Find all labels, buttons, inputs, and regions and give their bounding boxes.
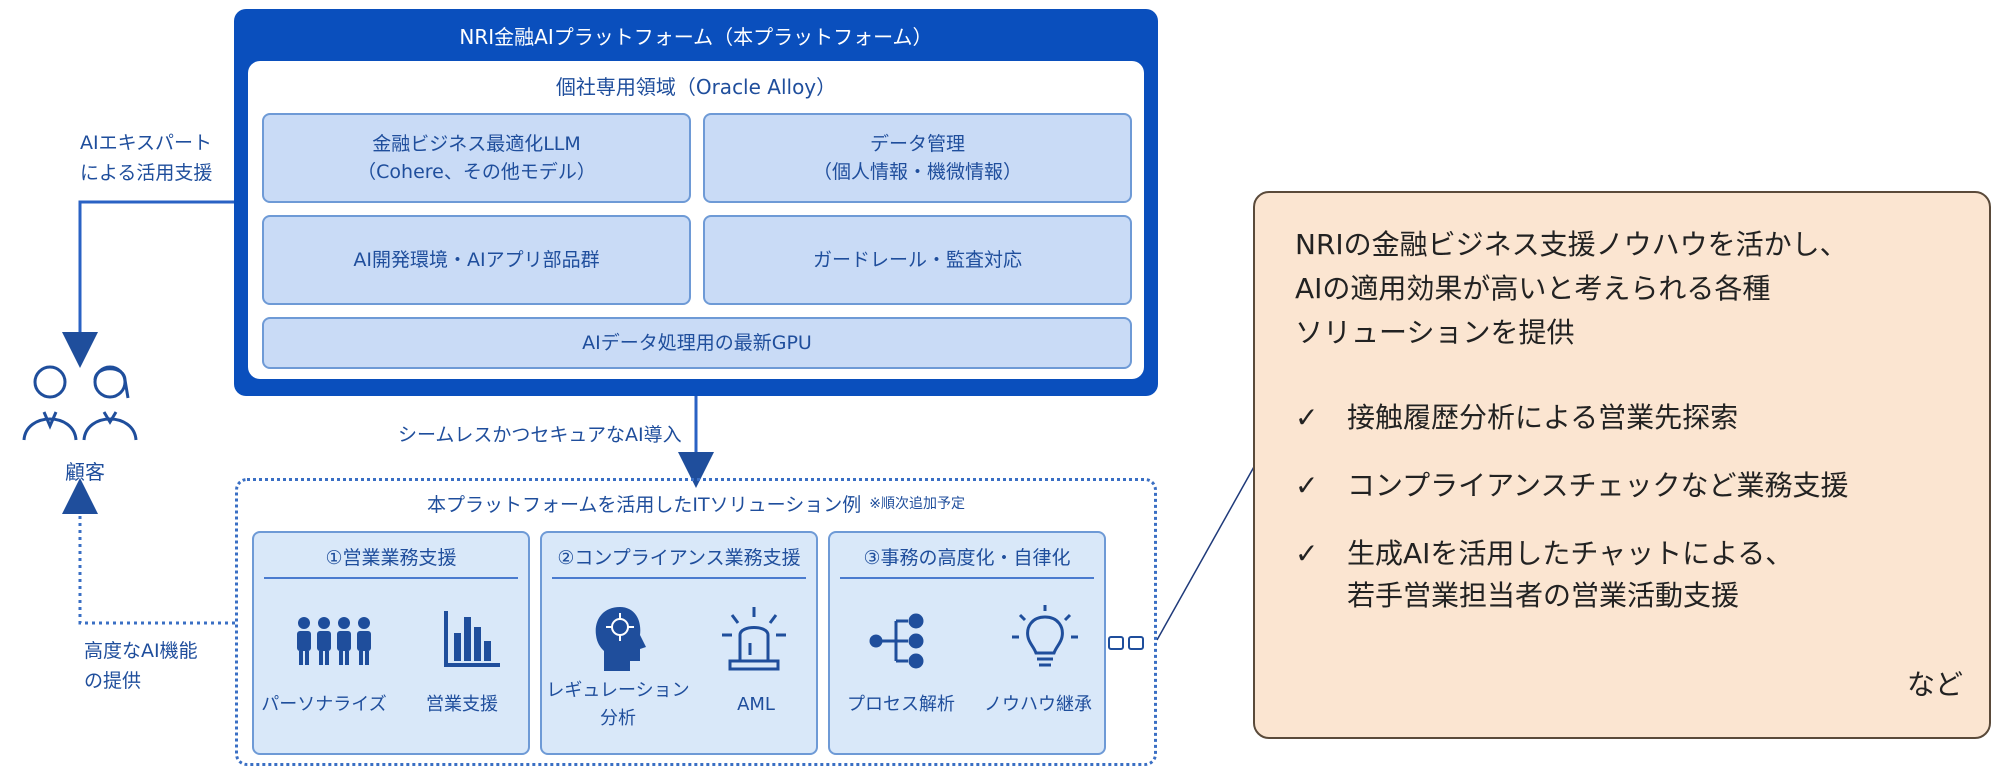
expert-support-label: AIエキスパート による活用支援	[80, 128, 212, 188]
data-management-box: データ管理 （個人情報・機微情報）	[703, 113, 1132, 203]
people-group-icon	[297, 617, 371, 665]
callout-etc: など	[1906, 668, 1963, 701]
solutions-title: 本プラットフォームを活用したITソリューション例	[427, 493, 862, 516]
seamless-label: シームレスかつセキュアなAI導入	[398, 424, 682, 446]
operations-panel-title: ③事務の高度化・自律化	[863, 546, 1071, 569]
checkmark-icon: ✓	[1295, 469, 1319, 502]
llm-label-line1: 金融ビジネス最適化LLM	[372, 133, 581, 155]
solutions-box: 本プラットフォームを活用したITソリューション例 ※順次追加予定 ①営業業務支援…	[235, 478, 1157, 766]
solutions-note: ※順次追加予定	[869, 496, 965, 512]
gpu-box: AIデータ処理用の最新GPU	[262, 317, 1132, 369]
callout-bullet: ✓ コンプライアンスチェックなど業務支援	[1295, 465, 1848, 507]
llm-label-line2: （Cohere、その他モデル）	[357, 161, 596, 183]
callout-bullet-text: 生成AIを活用したチャットによる、	[1347, 537, 1794, 570]
sales-support-label: 営業支援	[426, 694, 498, 715]
more-box-icon	[1108, 636, 1124, 650]
expert-support-arrow	[62, 200, 234, 368]
callout-bullet-text-line2: 若手営業担当者の営業活動支援	[1347, 579, 1740, 612]
regulation-line1: レギュレーション	[546, 680, 690, 701]
more-box-icon	[1128, 636, 1144, 650]
process-analysis-label: プロセス解析	[847, 694, 955, 715]
advanced-ai-label: 高度なAI機能 の提供	[84, 636, 198, 696]
platform-title: NRI金融AIプラットフォーム（本プラットフォーム）	[459, 24, 933, 49]
knowhow-label: ノウハウ継承	[984, 694, 1092, 715]
sales-support-panel: ①営業業務支援 パーソナライズ 営業支援	[252, 531, 530, 755]
head-brain-icon	[595, 607, 646, 671]
callout-intro: NRIの金融ビジネス支援ノウハウを活かし、 AIの適用効果が高いと考えられる各種…	[1295, 223, 1848, 355]
alarm-light-icon	[722, 607, 786, 671]
expert-line2: による活用支援	[80, 162, 213, 184]
data-label-line2: （個人情報・機微情報）	[812, 161, 1022, 183]
operations-panel: ③事務の高度化・自律化 プロセス解析 ノウハウ継承	[828, 531, 1106, 755]
aml-label: AML	[737, 694, 775, 715]
callout-bullet: ✓ 生成AIを活用したチャットによる、 若手営業担当者の営業活動支援	[1295, 533, 1793, 617]
checkmark-icon: ✓	[1295, 401, 1319, 434]
panel-divider	[552, 577, 806, 579]
checkmark-icon: ✓	[1295, 537, 1319, 570]
callout-line3: ソリューションを提供	[1295, 316, 1575, 349]
expert-line1: AIエキスパート	[80, 132, 213, 154]
callout-line1: NRIの金融ビジネス支援ノウハウを活かし、	[1295, 228, 1848, 261]
advanced-ai-arrow	[62, 478, 235, 625]
advanced-line2: の提供	[84, 670, 142, 692]
panel-divider	[840, 577, 1094, 579]
gpu-label: AIデータ処理用の最新GPU	[582, 332, 812, 354]
platform-box: NRI金融AIプラットフォーム（本プラットフォーム） 個社専用領域（Oracle…	[234, 9, 1158, 396]
customer-figure: 顧客	[10, 360, 160, 485]
data-label-line1: データ管理	[869, 133, 965, 155]
panel-divider	[264, 577, 518, 579]
callout-box: NRIの金融ビジネス支援ノウハウを活かし、 AIの適用効果が高いと考えられる各種…	[1253, 191, 1991, 739]
callout-line2: AIの適用効果が高いと考えられる各種	[1295, 272, 1771, 305]
callout-pointer-line	[1156, 464, 1256, 641]
customer-people-icon	[22, 365, 138, 441]
guardrail-label: ガードレール・監査対応	[812, 249, 1022, 271]
regulation-line2: 分析	[600, 708, 636, 729]
callout-bullet: ✓ 接触履歴分析による営業先探索	[1295, 397, 1738, 439]
process-tree-icon	[869, 613, 924, 669]
dev-env-label: AI開発環境・AIアプリ部品群	[353, 249, 600, 271]
llm-box: 金融ビジネス最適化LLM （Cohere、その他モデル）	[262, 113, 691, 203]
compliance-panel: ②コンプライアンス業務支援 レギュレーション 分析 AML	[540, 531, 818, 755]
personalize-label: パーソナライズ	[261, 694, 387, 715]
dev-env-box: AI開発環境・AIアプリ部品群	[262, 215, 691, 305]
regulation-analysis-label: レギュレーション 分析	[542, 677, 694, 733]
compliance-panel-title: ②コンプライアンス業務支援	[557, 546, 801, 569]
solutions-title-row: 本プラットフォームを活用したITソリューション例 ※順次追加予定	[238, 489, 1154, 517]
callout-bullet-text: コンプライアンスチェックなど業務支援	[1347, 469, 1849, 502]
callout-bullet-text: 接触履歴分析による営業先探索	[1347, 401, 1739, 434]
dedicated-area-title: 個社専用領域（Oracle Alloy）	[555, 74, 837, 99]
bar-chart-icon	[444, 611, 500, 667]
dedicated-area-box: 個社専用領域（Oracle Alloy） 金融ビジネス最適化LLM （Coher…	[248, 61, 1144, 379]
guardrail-box: ガードレール・監査対応	[703, 215, 1132, 305]
customer-label: 顧客	[65, 460, 105, 484]
lightbulb-icon	[1012, 605, 1078, 667]
sales-panel-title: ①営業業務支援	[325, 546, 457, 569]
advanced-line1: 高度なAI機能	[84, 640, 198, 662]
